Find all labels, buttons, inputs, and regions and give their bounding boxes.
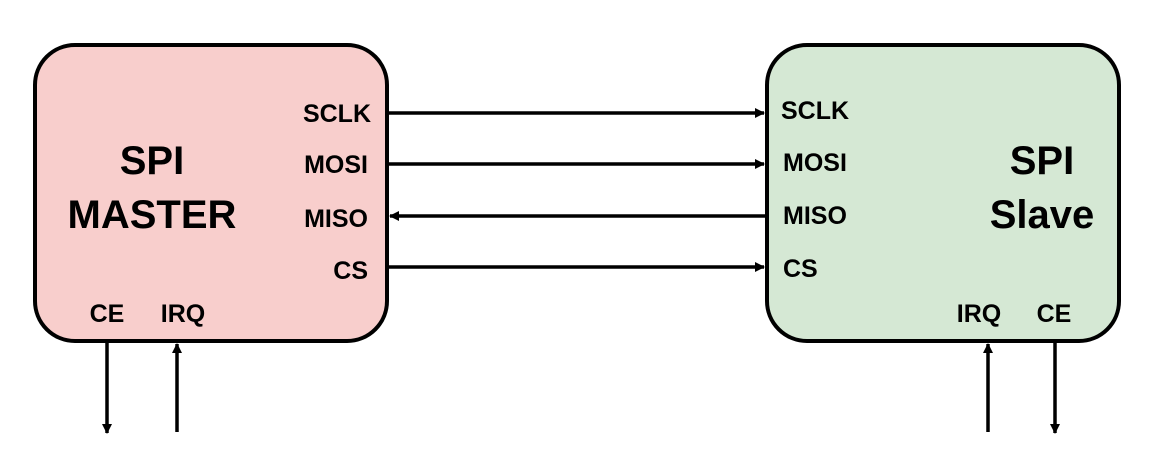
slave-pin-cs: CS (783, 255, 818, 283)
master-pin-mosi: MOSI (304, 151, 368, 179)
spi-slave-block: SPI Slave SCLK MOSI MISO CS IRQ CE (765, 43, 1121, 343)
master-box (33, 43, 389, 343)
slave-pin-sclk: SCLK (781, 97, 849, 125)
slave-pin-mosi: MOSI (783, 149, 847, 177)
master-title-line1: SPI (120, 139, 184, 183)
slave-pin-irq: IRQ (957, 300, 1001, 328)
master-title-line2: MASTER (68, 193, 237, 237)
slave-title-line2: Slave (990, 193, 1095, 237)
master-pin-miso: MISO (304, 205, 368, 233)
master-pin-sclk: SCLK (303, 100, 371, 128)
master-pin-ce: CE (90, 300, 125, 328)
spi-bus-connections (388, 108, 766, 272)
slave-box (765, 43, 1121, 343)
master-pin-cs: CS (333, 257, 368, 285)
spi-master-block: SPI MASTER SCLK MOSI MISO CS CE IRQ (33, 43, 389, 343)
master-pin-irq: IRQ (161, 300, 205, 328)
external-lines (102, 343, 1060, 434)
slave-pin-ce: CE (1037, 300, 1072, 328)
slave-title-line1: SPI (1010, 139, 1074, 183)
slave-pin-miso: MISO (783, 202, 847, 230)
